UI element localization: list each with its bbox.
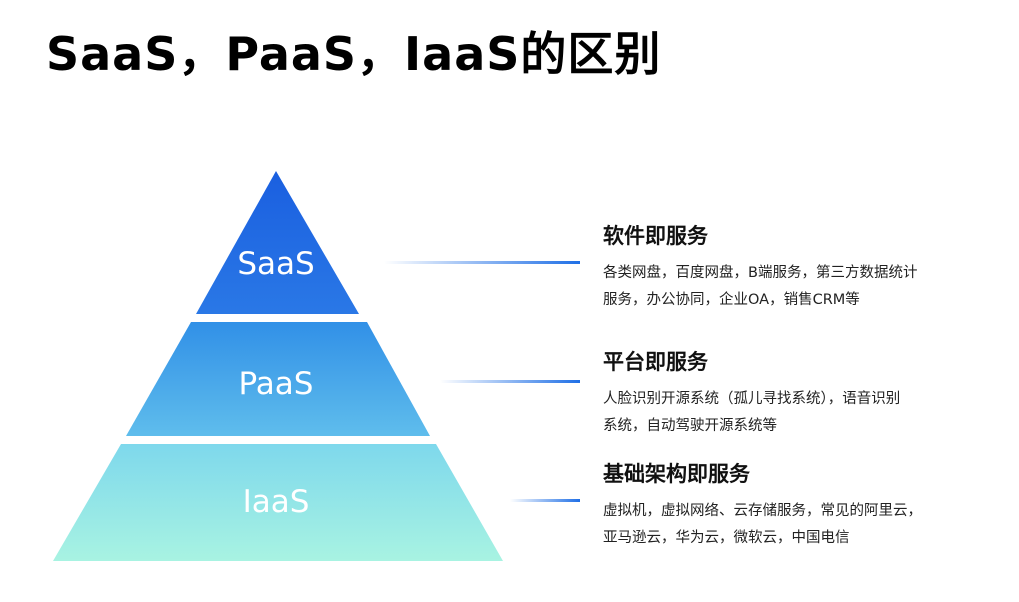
paas-description: 平台即服务 人脸识别开源系统（孤儿寻找系统），语音识别 系统，自动驾驶开源系统等 bbox=[603, 346, 1003, 440]
saas-tier-shape bbox=[196, 171, 359, 314]
saas-description-line: 服务，办公协同，企业OA，销售CRM等 bbox=[603, 292, 860, 308]
iaas-heading: 基础架构即服务 bbox=[603, 462, 750, 486]
saas-heading: 软件即服务 bbox=[603, 224, 708, 248]
iaas-description-line: 亚马逊云，华为云，微软云，中国电信 bbox=[603, 530, 850, 546]
iaas-description-text: 虚拟机，虚拟网络、云存储服务，常见的阿里云， 亚马逊云，华为云，微软云，中国电信 bbox=[603, 498, 1003, 552]
saas-description: 软件即服务 各类网盘，百度网盘，B端服务，第三方数据统计 服务，办公协同，企业O… bbox=[603, 220, 1003, 314]
iaas-description-line: 虚拟机，虚拟网络、云存储服务，常见的阿里云， bbox=[603, 503, 922, 519]
paas-connector-line bbox=[440, 380, 580, 383]
saas-connector-line bbox=[384, 261, 580, 264]
paas-heading: 平台即服务 bbox=[603, 350, 708, 374]
page-title: SaaS，PaaS，IaaS的区别 bbox=[46, 27, 662, 81]
saas-tier-label: SaaS bbox=[237, 246, 314, 282]
paas-description-text: 人脸识别开源系统（孤儿寻找系统），语音识别 系统，自动驾驶开源系统等 bbox=[603, 386, 1003, 440]
paas-tier-shape bbox=[126, 322, 430, 436]
paas-description-line: 人脸识别开源系统（孤儿寻找系统），语音识别 bbox=[603, 391, 901, 407]
iaas-tier-shape bbox=[53, 444, 503, 561]
saas-description-text: 各类网盘，百度网盘，B端服务，第三方数据统计 服务，办公协同，企业OA，销售CR… bbox=[603, 260, 1003, 314]
saas-description-line: 各类网盘，百度网盘，B端服务，第三方数据统计 bbox=[603, 265, 918, 281]
iaas-tier-label: IaaS bbox=[243, 484, 310, 520]
paas-tier-label: PaaS bbox=[239, 366, 314, 402]
paas-description-line: 系统，自动驾驶开源系统等 bbox=[603, 418, 777, 434]
iaas-description: 基础架构即服务 虚拟机，虚拟网络、云存储服务，常见的阿里云， 亚马逊云，华为云，… bbox=[603, 458, 1003, 552]
iaas-connector-line bbox=[510, 499, 580, 502]
